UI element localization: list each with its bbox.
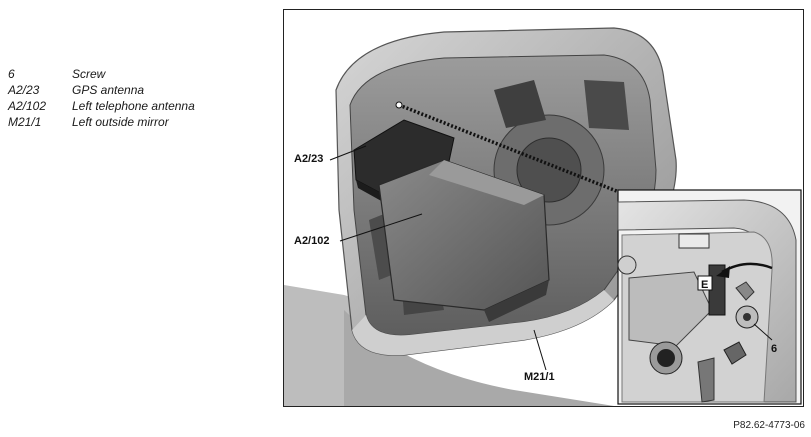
detail-pointer — [398, 103, 620, 194]
legend-text: GPS antenna — [72, 83, 145, 97]
legend-number: 6 — [8, 67, 15, 81]
legend-number: A2/102 — [8, 99, 47, 113]
callout-gps-antenna: A2/23 — [294, 153, 323, 165]
legend-number: A2/23 — [8, 83, 40, 97]
legend-row: A2/23 GPS antenna — [8, 82, 195, 98]
legend: 6 Screw A2/23 GPS antenna A2/102 Left te… — [8, 66, 195, 130]
detail-inset: E 6 — [617, 189, 802, 405]
leader-line — [753, 323, 773, 341]
legend-row: A2/102 Left telephone antenna — [8, 98, 195, 114]
mirror-drawing: A2/23 A2/102 M21/1 E 6 — [284, 27, 802, 406]
legend-row: 6 Screw — [8, 66, 195, 82]
leader-line — [339, 213, 423, 242]
callout-detail-e: E — [701, 279, 708, 291]
callout-screw: 6 — [771, 343, 777, 355]
mirror-base — [344, 310, 614, 406]
legend-text: Left outside mirror — [72, 115, 169, 129]
mirror-illustration: A2/23 A2/102 M21/1 E 6 — [283, 9, 804, 407]
leader-line — [329, 145, 367, 161]
callout-telephone-antenna: A2/102 — [294, 235, 329, 247]
callout-outside-mirror: M21/1 — [524, 371, 555, 383]
figure-code: P82.62-4773-06 — [733, 420, 805, 431]
leader-line — [533, 329, 547, 371]
legend-text: Left telephone antenna — [72, 99, 195, 113]
legend-number: M21/1 — [8, 115, 42, 129]
legend-text: Screw — [72, 67, 106, 81]
legend-row: M21/1 Left outside mirror — [8, 114, 195, 130]
